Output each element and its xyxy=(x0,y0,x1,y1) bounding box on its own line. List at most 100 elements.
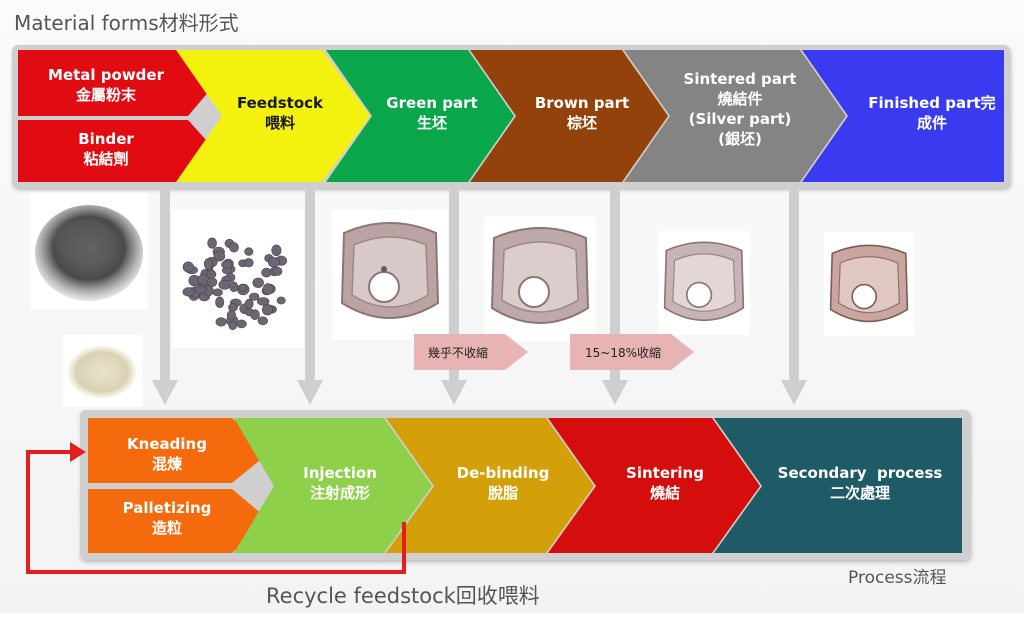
green-part-label-en: Green part xyxy=(386,94,477,112)
palletizing-stage xyxy=(88,489,270,553)
pellet xyxy=(243,258,254,268)
pellet xyxy=(261,304,273,316)
pellet xyxy=(228,303,238,312)
connector-arrowhead-binder xyxy=(152,380,178,405)
binder-stage xyxy=(18,120,216,182)
recycle-arrowhead xyxy=(70,442,86,462)
sample-images xyxy=(30,193,914,407)
pellet xyxy=(226,310,236,321)
binder-label-zh: 粘結劑 xyxy=(83,150,128,168)
silver-part-label-en: (Silver part) xyxy=(689,110,792,128)
kneading-label-en: Kneading xyxy=(127,435,207,453)
material-forms-title: Material forms材料形式 xyxy=(14,11,239,35)
finished-part-image xyxy=(824,232,914,336)
pellet xyxy=(238,284,248,292)
injection-label-en: Injection xyxy=(303,464,377,482)
debinding-stage xyxy=(386,418,594,553)
pellet xyxy=(252,277,264,288)
recycle-loop-arrow xyxy=(26,450,406,574)
feedstock-pellets-image xyxy=(172,210,304,348)
feedstock-label-en: Feedstock xyxy=(237,94,324,112)
feedstock-label-zh: 喂料 xyxy=(265,114,295,132)
pellet xyxy=(218,279,231,290)
sintering-label-zh: 燒結 xyxy=(650,484,680,502)
palletizing-label-en: Palletizing xyxy=(123,499,212,517)
silver-part-label-zh: (銀坯) xyxy=(718,130,762,148)
brown-part-label-zh: 棕坯 xyxy=(567,114,597,132)
green-part-image xyxy=(332,210,448,340)
pellet xyxy=(215,296,225,308)
connector-arrowhead-sintered xyxy=(781,380,807,405)
pellet xyxy=(267,257,280,268)
pellet xyxy=(250,309,260,321)
brown-part-shape xyxy=(490,227,590,324)
pellet xyxy=(272,266,283,276)
connector-arrows xyxy=(152,188,807,405)
pellet xyxy=(207,237,217,249)
debinding-label-en: De-binding xyxy=(457,464,550,482)
shrink-note-1-text: 幾乎不收縮 xyxy=(428,345,488,360)
metal-powder-label-en: Metal powder xyxy=(48,66,165,84)
sintered-part-image xyxy=(658,231,750,335)
finished-part-shape xyxy=(829,244,909,323)
pellet xyxy=(182,261,194,273)
pellet xyxy=(276,296,286,305)
pellet xyxy=(212,288,223,297)
debinding-label-zh: 脫脂 xyxy=(488,484,518,502)
pellet xyxy=(257,297,270,306)
palletizing-label-zh: 造粒 xyxy=(152,519,182,537)
connector-shaft-feedstock xyxy=(305,188,315,380)
binder-label-en: Binder xyxy=(78,130,134,148)
pellet xyxy=(207,277,218,288)
pellet xyxy=(262,283,274,295)
pellet xyxy=(229,242,239,253)
pellet xyxy=(271,244,282,257)
pellet xyxy=(182,287,195,297)
connector-arrowhead-brown xyxy=(602,380,628,405)
pellet xyxy=(229,281,239,293)
brown-part-image xyxy=(484,217,596,341)
sintered-part-shape xyxy=(663,241,745,322)
injection-stage xyxy=(234,418,432,553)
sintered-part-label-zh: 燒結件 xyxy=(717,90,762,108)
brown-part-stage xyxy=(470,50,668,182)
sintering-label-en: Sintering xyxy=(626,464,704,482)
connector-shaft-brown xyxy=(610,188,620,380)
green-part-stage xyxy=(326,50,514,182)
connector-arrowhead-feedstock xyxy=(297,380,323,405)
pellet xyxy=(228,320,237,330)
metal-powder-label-zh: 金屬粉末 xyxy=(75,86,137,104)
secondary-process-stage xyxy=(714,418,962,553)
secondary-process-label-en: Secondary process xyxy=(778,464,943,482)
pellet xyxy=(244,298,254,309)
connector-arrowhead-green xyxy=(441,380,467,405)
metal-powder-stage xyxy=(18,50,216,116)
connector-shaft-green xyxy=(449,188,459,380)
pellet xyxy=(221,260,233,269)
connector-shaft-binder xyxy=(160,188,170,380)
binder-powder-image xyxy=(63,335,143,407)
material-forms-row xyxy=(18,50,1004,182)
pellet xyxy=(244,247,254,256)
pellet xyxy=(257,316,268,326)
pellet xyxy=(194,285,207,294)
process-title: Process流程 xyxy=(848,568,947,588)
metal-powder-image xyxy=(30,193,148,309)
sintered-part-stage xyxy=(624,50,846,182)
recycle-feedstock-label: Recycle feedstock回收喂料 xyxy=(266,584,540,608)
sintering-stage xyxy=(548,418,760,553)
green-part-shape xyxy=(340,222,440,319)
pellet xyxy=(203,258,213,270)
connector-shaft-sintered xyxy=(789,188,799,380)
finished-part-label-zh: 成件 xyxy=(917,114,947,132)
kneading-label-zh: 混煉 xyxy=(152,455,183,473)
finished-part-stage xyxy=(802,50,1004,182)
green-part-label-zh: 生坯 xyxy=(417,114,447,132)
shrink-note-2: 15~18%收縮 xyxy=(570,334,694,370)
brown-part-label-en: Brown part xyxy=(535,94,629,112)
shrink-note-1: 幾乎不收縮 xyxy=(414,334,528,370)
finished-part-label-en: Finished part完 xyxy=(868,94,995,112)
pellet xyxy=(206,269,217,279)
